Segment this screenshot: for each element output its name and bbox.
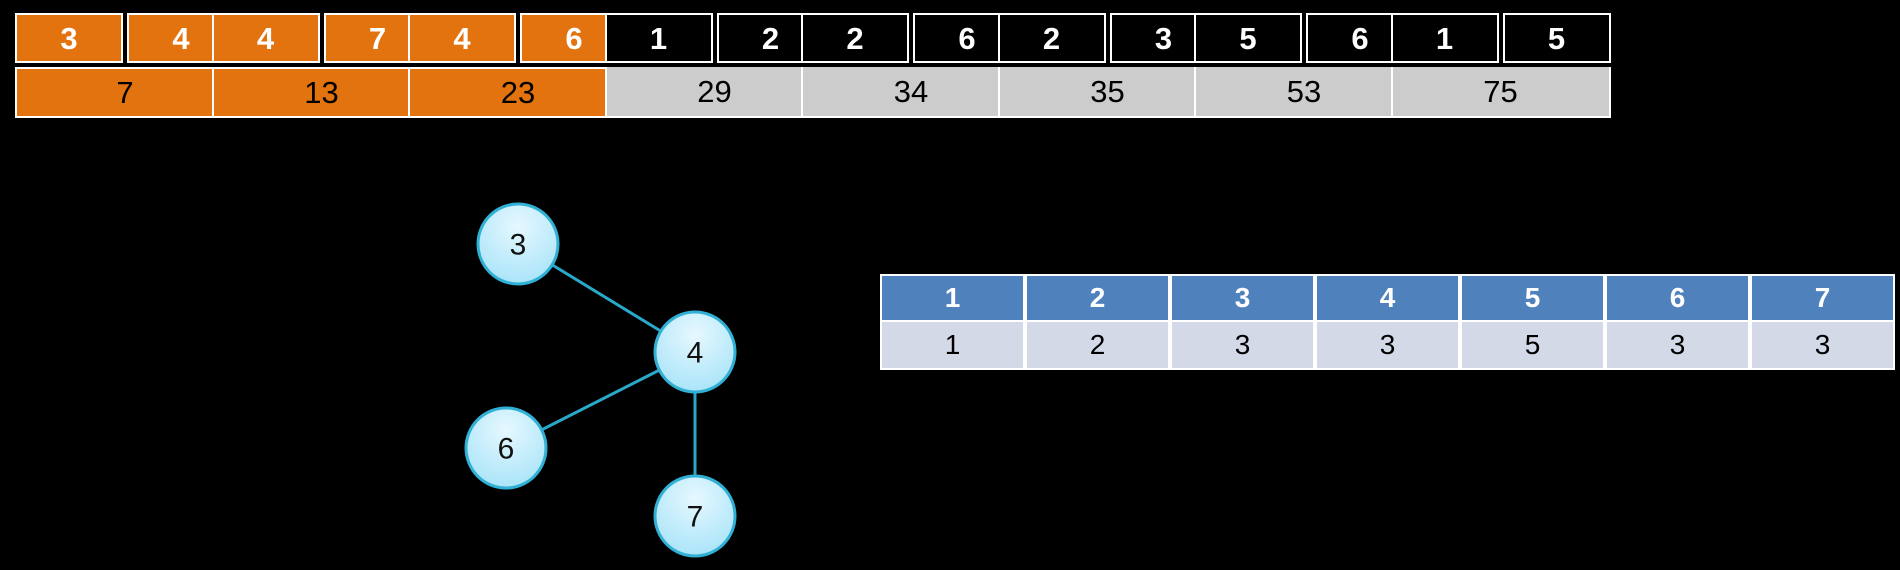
graph-panel: 3 4 6 7	[0, 135, 880, 570]
edge-weight: 34	[801, 67, 1021, 118]
node-label: 7	[687, 501, 704, 534]
node-label: 4	[687, 337, 704, 370]
edge-endpoint-u: 2	[997, 13, 1106, 63]
graph-node-6[interactable]: 6	[464, 406, 548, 490]
node-circle	[653, 310, 737, 394]
edge-endpoint-u: 3	[15, 13, 123, 63]
table-value-cell: 1	[880, 322, 1025, 370]
edge-weight: 7	[15, 67, 235, 118]
table-value-cell: 3	[1170, 322, 1315, 370]
table-header-cell: 2	[1025, 274, 1170, 322]
edge-weight: 13	[211, 67, 432, 118]
node-label: 3	[510, 229, 527, 262]
table-value-cell: 2	[1025, 322, 1170, 370]
edge-weight: 29	[604, 67, 825, 118]
graph-node-7[interactable]: 7	[653, 474, 737, 558]
graph-nodes-group: 3 4 6 7	[464, 202, 737, 558]
table-header-cell: 7	[1750, 274, 1895, 322]
edge-endpoint-v: 5	[1502, 13, 1611, 63]
edge-weight: 23	[408, 67, 628, 118]
edge-weight: 53	[1194, 67, 1414, 118]
node-label: 6	[498, 433, 515, 466]
graph-canvas: 3 4 6 7	[464, 202, 737, 558]
table-header-cell: 6	[1605, 274, 1750, 322]
table-value-cell: 3	[1750, 322, 1895, 370]
edge-weight: 75	[1390, 67, 1611, 118]
edge-weight: 35	[997, 67, 1218, 118]
edge-endpoint-u: 4	[408, 13, 516, 63]
graph-node-4[interactable]: 4	[653, 310, 737, 394]
table-header-cell: 5	[1460, 274, 1605, 322]
graph-node-3[interactable]: 3	[476, 202, 560, 286]
table-header-cell: 1	[880, 274, 1025, 322]
edge-endpoint-u: 4	[211, 13, 320, 63]
table-header-cell: 3	[1170, 274, 1315, 322]
edge-endpoint-u: 2	[801, 13, 909, 63]
node-circle	[653, 474, 737, 558]
edge-endpoint-u: 1	[604, 13, 713, 63]
table-header-cell: 4	[1315, 274, 1460, 322]
edge-endpoint-u: 5	[1194, 13, 1302, 63]
table-value-cell: 5	[1460, 322, 1605, 370]
node-circle	[476, 202, 560, 286]
table-value-cell: 3	[1315, 322, 1460, 370]
table-value-cell: 3	[1605, 322, 1750, 370]
edge-endpoint-u: 1	[1390, 13, 1499, 63]
node-circle	[464, 406, 548, 490]
